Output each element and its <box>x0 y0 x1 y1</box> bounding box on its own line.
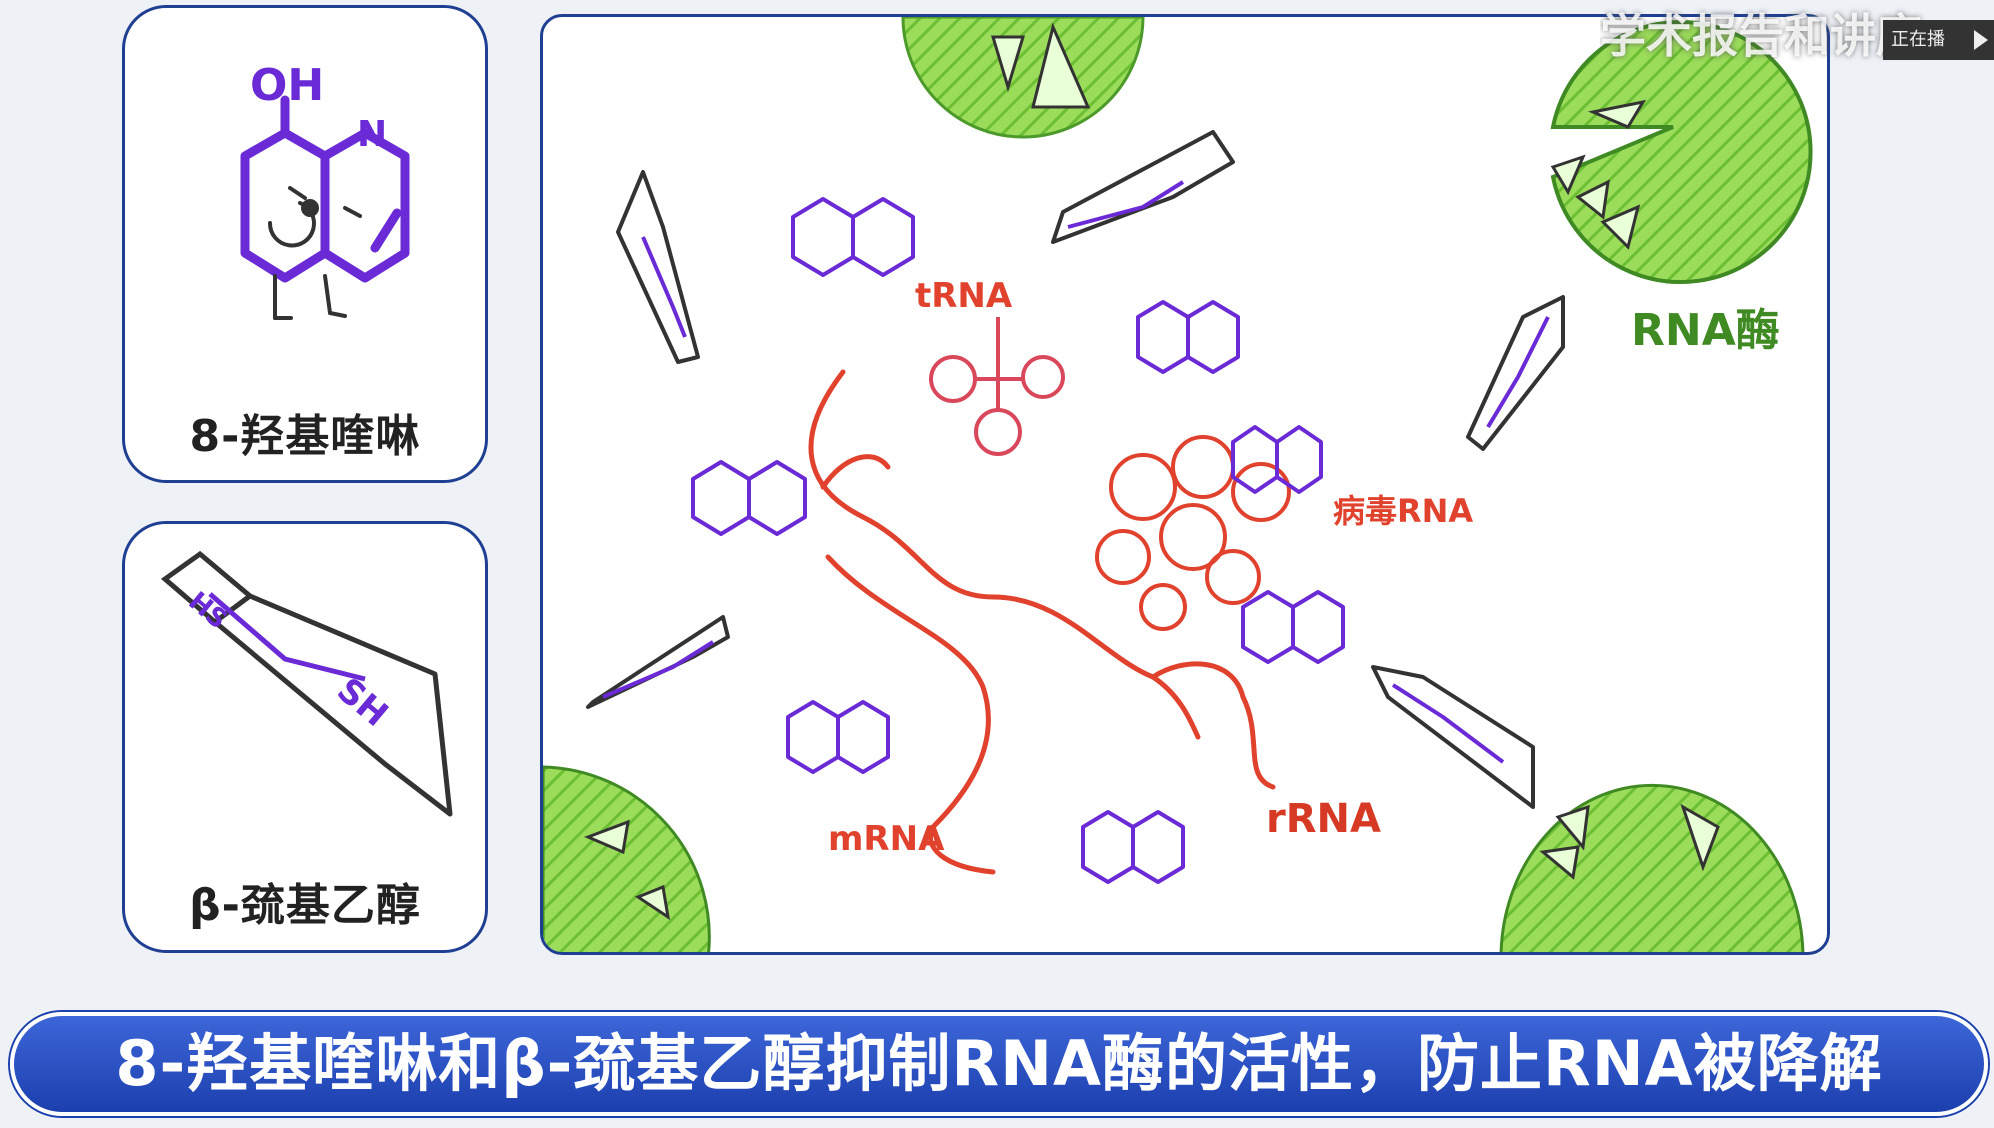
quinoline-molecule <box>691 460 807 536</box>
watermark-title: 学术报告和讲座 <box>1600 9 1922 62</box>
quinoline-molecule <box>786 700 890 774</box>
mercaptoethanol-knife <box>1371 665 1535 809</box>
trna-drawing <box>929 317 1065 456</box>
viral-rna-label: 病毒RNA <box>1333 492 1473 530</box>
trna-label: tRNA <box>915 276 1013 316</box>
caption-banner: 8-羟基喹啉和β-巯基乙醇抑制RNA酶的活性，防止RNA被降解 <box>10 1012 1988 1116</box>
mercaptoethanol-knife <box>1051 130 1235 244</box>
card-8-hydroxyquinoline: OH N 8-羟基喹啉 <box>122 5 488 483</box>
quinoline-molecule <box>1231 425 1323 494</box>
quinoline-molecule <box>791 197 915 277</box>
mercaptoethanol-knife <box>1466 295 1565 451</box>
live-badge[interactable]: 正在播 <box>1883 20 1994 60</box>
mrna-strand <box>808 369 1201 875</box>
quinoline-molecule <box>1241 590 1345 664</box>
mercaptoethanol-knife <box>616 170 700 364</box>
quinoline-molecule <box>1136 300 1240 374</box>
scene-drawing: RNA酶 <box>543 17 1813 952</box>
card-caption: 8-羟基喹啉 <box>189 411 421 462</box>
oh-label: OH <box>250 60 324 111</box>
quinoline-molecule <box>1081 810 1185 884</box>
n-label: N <box>357 114 387 155</box>
live-badge-label: 正在播 <box>1891 29 1945 50</box>
play-icon <box>1974 30 1988 50</box>
rnase-bottom-right <box>1499 783 1805 952</box>
mercaptoethanol-drawing: HS SH <box>160 550 453 817</box>
mrna-label: mRNA <box>828 819 945 859</box>
mercaptoethanol-knife <box>586 615 730 709</box>
rnase-top <box>901 17 1145 139</box>
card-beta-mercaptoethanol: HS SH β-巯基乙醇 <box>122 521 488 953</box>
rrna-strand <box>1150 661 1276 790</box>
hydroxyquinoline-drawing: OH N <box>240 60 410 320</box>
rnase-top-right: RNA酶 <box>1550 20 1813 356</box>
rnase-bottom-left <box>543 765 711 952</box>
rrna-label: rRNA <box>1266 796 1381 842</box>
rnase-label: RNA酶 <box>1631 305 1780 356</box>
card-caption: β-巯基乙醇 <box>189 880 421 931</box>
rnase-inhibition-scene: RNA酶 <box>540 14 1830 955</box>
viral-rna-coil <box>1095 435 1291 631</box>
